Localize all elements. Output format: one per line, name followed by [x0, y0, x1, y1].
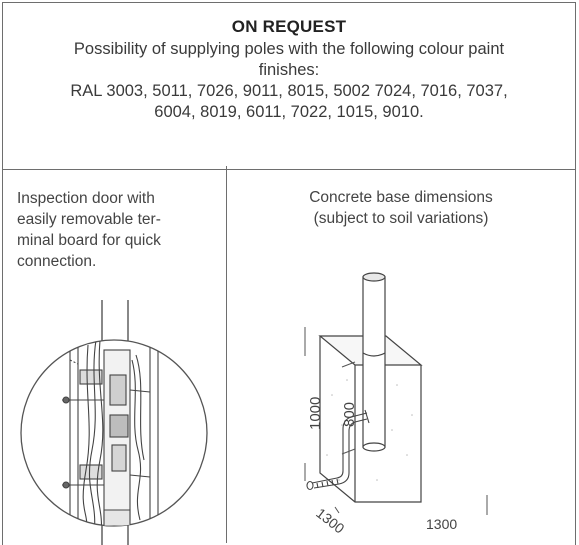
paint-finishes-text-2: finishes:	[258, 61, 320, 79]
description-line: minal board for quick	[17, 232, 161, 249]
ral-codes-line-1: RAL 3003, 5011, 7026, 9011, 8015, 5002 7…	[70, 82, 508, 100]
inspection-door-description: Inspection door with easily removable te…	[17, 188, 213, 272]
paint-finishes-text-1: Possibility of supplying poles with the …	[73, 40, 505, 58]
section-heading: ON REQUEST	[231, 17, 347, 36]
column-divider	[226, 166, 227, 543]
dimension-width: 1300	[426, 516, 457, 532]
description-line: Inspection door with	[17, 190, 155, 207]
on-request-section: ON REQUEST Possibility of supplying pole…	[3, 3, 575, 170]
inspection-door-illustration	[20, 300, 208, 545]
dimension-height-outer: 1000	[307, 397, 324, 430]
concrete-base-caption-2: (subject to soil variations)	[313, 210, 489, 227]
description-line: connection.	[17, 253, 97, 270]
concrete-base-caption-1: Concrete base dimensions	[309, 189, 493, 206]
ral-codes-line-2: 6004, 8019, 6011, 7022, 1015, 9010.	[154, 103, 424, 121]
dimension-depth: 1300	[313, 505, 348, 537]
concrete-base-drawing: 1000 800 1300 1300	[304, 272, 488, 537]
dimension-height-inner: 800	[341, 402, 358, 427]
description-line: easily removable ter-	[17, 211, 161, 228]
